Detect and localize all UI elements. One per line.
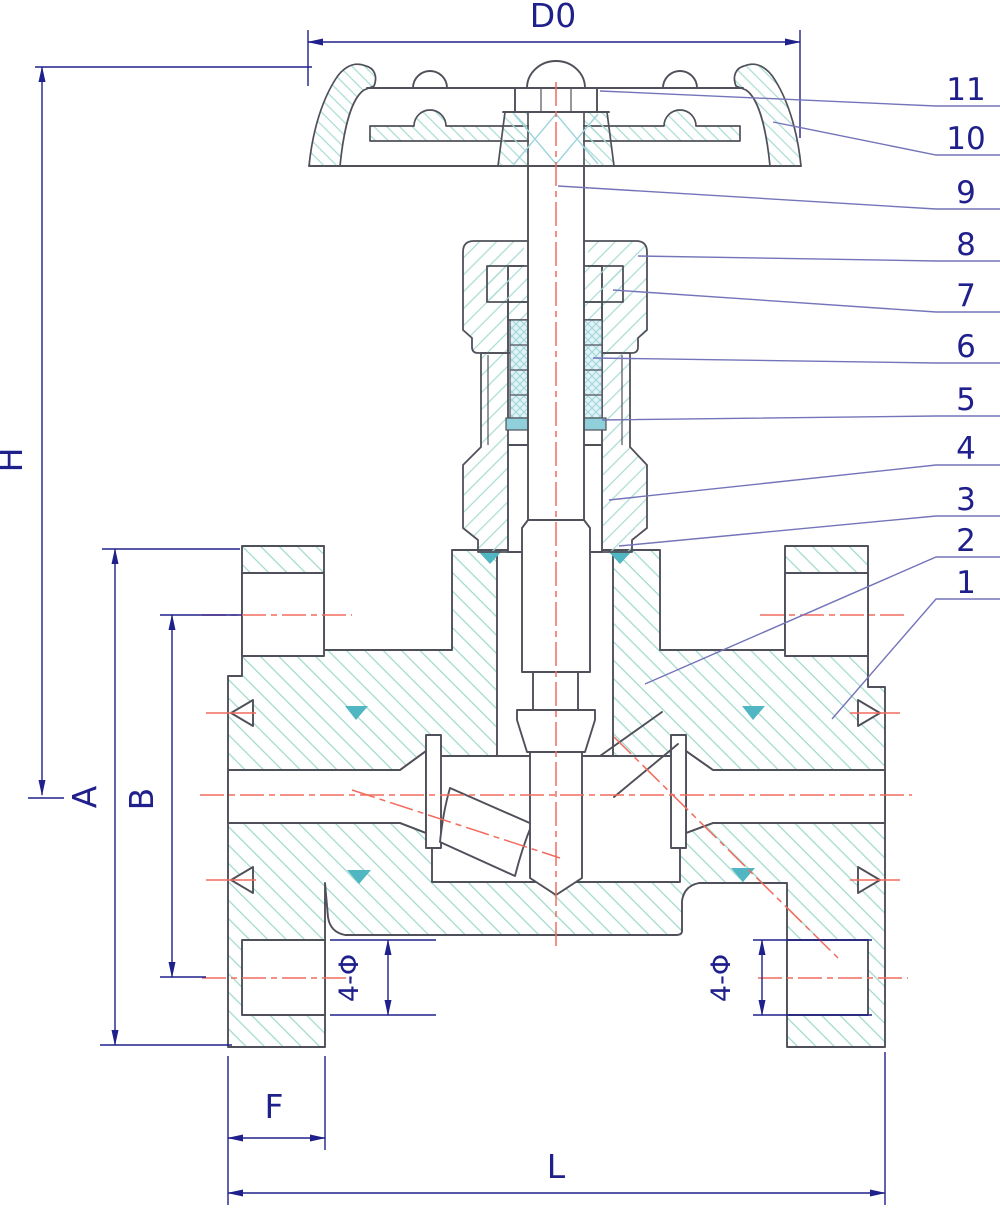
callout-number-4: 4 (956, 431, 976, 467)
label-h: H (0, 448, 30, 473)
dimensions: D0 H A B F L (0, 0, 886, 1205)
dimension-h: H (0, 66, 312, 799)
label-d0: D0 (530, 0, 576, 35)
cap-nut-dome (526, 60, 586, 89)
callout-10: 10 (772, 121, 1000, 157)
seat-cone-left-top (399, 750, 427, 771)
handwheel-hub-right (583, 111, 615, 167)
callout-3: 3 (618, 482, 1000, 547)
callout-1: 1 (831, 565, 1000, 720)
gland-tube-right (581, 301, 603, 321)
seal-mark-web-right-top (742, 706, 765, 720)
centerlines (200, 82, 912, 979)
seal-mark-boss-left (478, 551, 502, 564)
seats-and-passages (399, 711, 714, 877)
dimension-bolt-left: 4-Φ (330, 939, 436, 1016)
callout-4: 4 (608, 431, 1000, 501)
dimension-b: B (122, 614, 242, 978)
spoke-boss-right (662, 70, 698, 89)
label-bolt-right: 4-Φ (706, 954, 737, 1002)
seat-cone-left-bottom (399, 822, 427, 834)
label-bolt-left: 4-Φ (334, 954, 365, 1002)
seal-mark-boss-right (608, 551, 632, 564)
seal-mark-web-left-top (345, 706, 368, 720)
dimension-l: L (227, 1052, 886, 1205)
hub-cross-pattern (513, 113, 599, 165)
callout-number-2: 2 (956, 523, 976, 559)
dimension-f: F (227, 1056, 326, 1150)
callout-8: 8 (637, 227, 1000, 263)
callout-number-1: 1 (956, 565, 976, 601)
callout-11: 11 (599, 72, 1000, 108)
packing-washer-left (505, 417, 531, 431)
handwheel-assembly (308, 60, 802, 167)
seal-mark-web-right-bottom (731, 868, 755, 882)
label-b: B (122, 788, 161, 811)
part-callouts: 11 10 9 8 7 6 5 4 (557, 72, 1000, 720)
label-a: A (65, 785, 104, 808)
seat-cone-right-top (685, 750, 714, 771)
callout-number-6: 6 (956, 329, 976, 365)
callout-2: 2 (644, 523, 1000, 685)
callout-number-7: 7 (956, 278, 976, 314)
callout-number-9: 9 (956, 175, 976, 211)
dimension-a: A (65, 548, 240, 1046)
inclined-bore-right-wall1 (599, 711, 663, 757)
inclined-bore-left (439, 787, 533, 877)
label-f: F (265, 1087, 284, 1126)
seal-mark-web-left-bottom (347, 870, 371, 884)
packing-left (509, 319, 529, 419)
callout-number-11: 11 (946, 72, 985, 108)
callout-9: 9 (557, 175, 1000, 211)
callout-5: 5 (601, 382, 1000, 421)
label-l: L (547, 1147, 566, 1186)
callout-number-10: 10 (946, 121, 985, 157)
gland-tube-left (507, 301, 529, 321)
callout-7: 7 (612, 278, 1000, 314)
handwheel-hub-left (497, 111, 529, 167)
dimension-d0: D0 (307, 0, 801, 138)
callout-number-3: 3 (956, 482, 976, 518)
dimension-bolt-right: 4-Φ (706, 939, 872, 1016)
callout-number-5: 5 (956, 382, 976, 418)
inclined-centerline-right (613, 736, 839, 959)
inclined-bore-right-wall2 (613, 743, 679, 798)
seat-plate-right (670, 734, 687, 849)
callout-number-8: 8 (956, 227, 976, 263)
spoke-boss-left (412, 70, 448, 89)
handwheel-rim-right (733, 63, 802, 167)
callout-6: 6 (592, 329, 1000, 365)
inclined-centerline-left (351, 789, 561, 859)
seat-cone-right-bottom (685, 822, 714, 834)
packing-right (583, 319, 603, 419)
seat-plate-left (425, 734, 442, 849)
packing-stack (505, 319, 607, 431)
handwheel-web (369, 109, 741, 142)
handwheel-rim-left (308, 63, 377, 167)
